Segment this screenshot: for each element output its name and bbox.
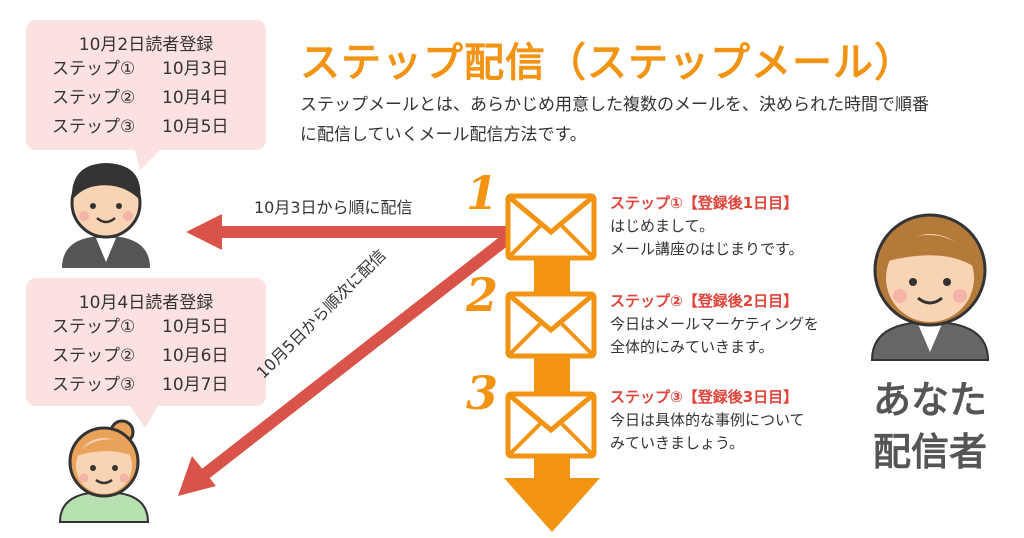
step-label: ステップ①: [52, 59, 136, 79]
reader-1-bubble: 10月2日読者登録 ステップ① 10月3日 ステップ② 10月4日 ステップ③ 10月…: [26, 20, 266, 150]
male-reader-icon: [62, 163, 150, 268]
description: ステップメールとは、あらかじめ用意した複数のメールを、決められた時間で順番に配信…: [300, 95, 929, 145]
reader-1-row: ステップ① 10月3日: [26, 55, 266, 84]
flow-down-arrow: [504, 230, 600, 532]
step-3-line: みていきましょう。: [610, 434, 745, 452]
delivery-arrow-2: [178, 232, 514, 496]
bubble-1-tail: [135, 150, 160, 170]
step-label: ステップ①: [52, 317, 136, 337]
step-date: 10月3日: [162, 59, 229, 79]
reader-2-heading: 10月4日読者登録: [78, 293, 214, 313]
sender-line-1: あなた: [872, 378, 987, 422]
step-3-heading: ステップ③【登録後3日目】: [610, 388, 799, 406]
step-3-line: 今日は具体的な事例について: [610, 411, 805, 429]
step-label: ステップ③: [52, 117, 136, 137]
arrow-label-1: 10月3日から順に配信: [254, 198, 413, 217]
step-label: ステップ③: [52, 375, 136, 395]
step-number-3: 3: [466, 366, 499, 420]
step-2-heading: ステップ②【登録後2日目】: [610, 292, 799, 310]
page-title: ステップ配信（ステップメール）: [300, 40, 915, 86]
step-1-heading: ステップ①【登録後1日目】: [610, 194, 799, 212]
bubble-2-tail: [130, 406, 158, 428]
step-date: 10月6日: [162, 346, 229, 366]
reader-1-row: ステップ③ 10月5日: [26, 113, 266, 142]
reader-2-row: ステップ① 10月5日: [26, 313, 266, 342]
reader-2-row: ステップ② 10月6日: [26, 342, 266, 371]
step-date: 10月4日: [162, 88, 229, 108]
step-date: 10月7日: [162, 375, 229, 395]
sender-label: あなた 配信者: [860, 374, 1000, 478]
reader-2-row: ステップ③ 10月7日: [26, 371, 266, 400]
step-3-text: ステップ③【登録後3日目】 今日は具体的な事例について みていきましょう。: [610, 386, 805, 455]
female-reader-icon: [58, 419, 150, 523]
step-label: ステップ②: [52, 88, 136, 108]
step-1-line: メール講座のはじまりです。: [610, 240, 804, 258]
step-date: 10月5日: [162, 117, 229, 137]
delivery-arrow-1: [186, 214, 516, 250]
step-1-line: はじめまして。: [610, 217, 715, 235]
reader-1-heading: 10月2日読者登録: [78, 35, 214, 55]
sender-line-2: 配信者: [872, 430, 987, 474]
step-date: 10月5日: [162, 317, 229, 337]
step-1-text: ステップ①【登録後1日目】 はじめまして。 メール講座のはじまりです。: [610, 192, 804, 261]
reader-1-row: ステップ② 10月4日: [26, 84, 266, 113]
step-label: ステップ②: [52, 346, 136, 366]
envelope-icon: [505, 391, 597, 459]
envelope-icon: [505, 193, 597, 261]
reader-2-bubble: 10月4日読者登録 ステップ① 10月5日 ステップ② 10月6日 ステップ③ 10月…: [26, 278, 266, 406]
envelope-icon: [505, 291, 597, 359]
step-2-line: 全体的にみていきます。: [610, 338, 774, 356]
step-number-2: 2: [466, 268, 499, 322]
sender-icon: [870, 213, 990, 361]
step-2-text: ステップ②【登録後2日目】 今日はメールマーケティングを 全体的にみていきます。: [610, 290, 819, 359]
step-number-1: 1: [466, 166, 499, 220]
step-2-line: 今日はメールマーケティングを: [610, 315, 819, 333]
